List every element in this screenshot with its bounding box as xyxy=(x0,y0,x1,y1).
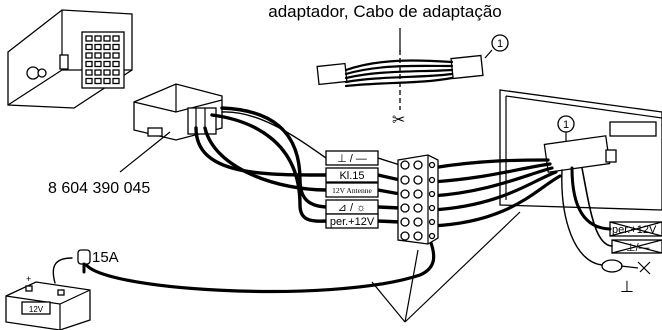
car-radio-unit xyxy=(7,9,133,109)
connector-pin xyxy=(112,35,120,42)
terminal-screw xyxy=(400,175,410,185)
connector-pin xyxy=(85,69,93,76)
svg-text:per.+12V: per.+12V xyxy=(330,216,375,228)
connector-pin xyxy=(94,35,102,42)
terminal-hole xyxy=(428,161,436,169)
terminal-label-kl15: Kl.15 xyxy=(325,167,379,183)
terminal-screw xyxy=(400,203,410,213)
terminal-screw xyxy=(413,160,423,170)
fuse-label: 15A xyxy=(92,249,119,266)
terminal-hole xyxy=(428,190,436,198)
crossed-per12v: per.+12V xyxy=(609,221,662,237)
connector-pin xyxy=(94,60,102,68)
connector-pin xyxy=(94,43,102,51)
terminal-hole xyxy=(428,232,436,240)
terminal-label-ground: ⊥ / — xyxy=(325,150,379,166)
connector-pin xyxy=(85,60,93,68)
svg-text:1: 1 xyxy=(497,38,503,50)
terminal-hole xyxy=(428,176,436,184)
callout-1-right: 1 xyxy=(557,115,575,142)
connector-pin xyxy=(94,52,102,59)
connector-pin xyxy=(85,43,93,51)
terminal-hole xyxy=(428,218,436,226)
connector-pin xyxy=(112,52,120,59)
connector-pin xyxy=(112,77,120,85)
harness-wires xyxy=(52,106,613,294)
connector-pin xyxy=(94,77,102,85)
terminal-screw xyxy=(400,217,410,227)
terminal-screw xyxy=(413,203,423,213)
top-caption: adaptador, Cabo de adaptação xyxy=(268,2,501,21)
terminal-screw xyxy=(400,189,410,199)
connector-pin xyxy=(103,60,111,68)
terminal-screw xyxy=(413,217,423,227)
connector-pin xyxy=(103,52,111,59)
adapter-module xyxy=(119,83,223,173)
terminal-label-per12v: per.+12V xyxy=(325,213,379,229)
terminal-hole xyxy=(428,204,436,212)
terminal-screw xyxy=(400,231,410,241)
svg-text:⊥: ⊥ xyxy=(620,279,634,296)
terminal-screw xyxy=(413,175,423,185)
callout-1-top: 1 xyxy=(491,34,509,52)
terminal-label-antenna: 12V Antenne xyxy=(325,182,379,198)
connector-pin xyxy=(85,52,93,59)
terminal-label-illumination: ⊿ / ☼ xyxy=(325,199,379,215)
connector-pin xyxy=(85,35,93,42)
svg-text:+: + xyxy=(26,274,31,284)
svg-text:12V Antenne: 12V Antenne xyxy=(332,186,372,195)
radio-connector-grid xyxy=(81,31,125,89)
svg-text:Kl.15: Kl.15 xyxy=(339,170,364,182)
battery: 12V + xyxy=(5,274,91,330)
scissors-icon: ✂ xyxy=(392,112,405,129)
svg-text:⊥ / —: ⊥ / — xyxy=(337,153,367,165)
svg-text:12V: 12V xyxy=(29,305,44,314)
connector-pin xyxy=(103,35,111,42)
terminal-screw xyxy=(413,189,423,199)
adapter-cable-top: ✂ xyxy=(316,28,493,129)
crossed-ground-terminal: ⊥/— xyxy=(611,239,662,254)
fuse-holder xyxy=(77,249,91,274)
part-number-label: 8 604 390 045 xyxy=(48,180,150,197)
connector-pin xyxy=(85,77,93,85)
terminal-screw xyxy=(400,160,410,170)
connector-pin xyxy=(103,77,111,85)
connector-pin xyxy=(103,43,111,51)
ground-lug-right: ⊥ xyxy=(601,259,651,296)
connector-pin xyxy=(103,69,111,76)
connector-pin xyxy=(112,69,120,76)
terminal-block xyxy=(397,154,439,245)
svg-text:1: 1 xyxy=(563,119,569,131)
vehicle-dashboard-panel xyxy=(499,89,662,211)
pointer-lines xyxy=(371,211,521,323)
connector-pin xyxy=(112,43,120,51)
svg-text:⊿ / ☼: ⊿ / ☼ xyxy=(338,202,366,214)
connector-pin xyxy=(94,69,102,76)
terminal-screw xyxy=(413,231,423,241)
connector-pin xyxy=(112,60,120,68)
